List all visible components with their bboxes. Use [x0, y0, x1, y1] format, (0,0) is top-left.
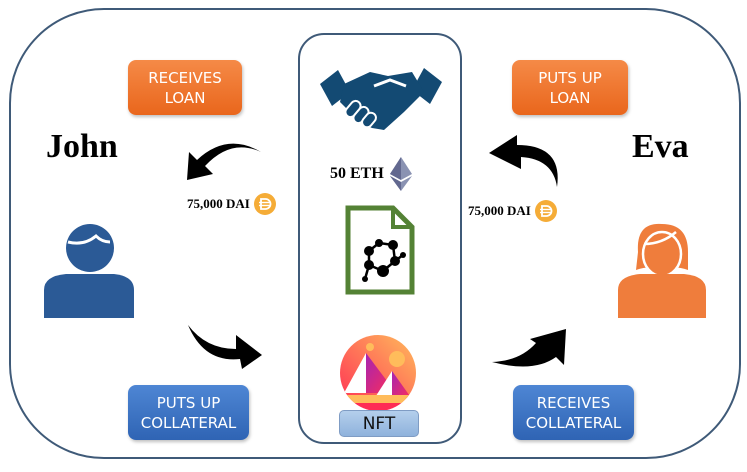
arrow-loan-to-john [187, 143, 261, 180]
arrow-loan-from-eva [489, 135, 558, 187]
borrower-name: John [46, 128, 118, 165]
receives-collateral-tag: RECEIVES COLLATERAL [513, 385, 634, 440]
outer-frame [9, 8, 741, 459]
handshake-icon [320, 68, 442, 130]
eth-amount-text: 50 ETH [330, 165, 384, 182]
arrow-collateral-from-john [188, 325, 262, 369]
loan-amount-eva: 75,000 DAI [468, 200, 557, 222]
dai-icon [253, 193, 276, 215]
nft-label: NFT [339, 410, 419, 437]
dai-icon [534, 200, 557, 222]
escrow-contract-box [298, 33, 462, 444]
ethereum-icon [389, 157, 412, 191]
arrow-collateral-to-eva [492, 329, 566, 367]
lender-person-icon [618, 223, 706, 318]
smart-contract-icon [345, 205, 415, 295]
eth-amount: 50 ETH [330, 157, 412, 191]
puts-up-loan-tag: PUTS UP LOAN [512, 60, 628, 115]
decentraland-icon [340, 335, 416, 411]
loan-amount-text: 75,000 DAI [468, 203, 531, 218]
loan-amount-text: 75,000 DAI [187, 196, 250, 211]
receives-loan-tag: RECEIVES LOAN [128, 60, 242, 115]
puts-up-collateral-tag: PUTS UP COLLATERAL [128, 385, 249, 440]
borrower-person-icon [44, 224, 134, 318]
loan-amount-john: 75,000 DAI [187, 193, 276, 215]
lender-name: Eva [632, 128, 689, 165]
